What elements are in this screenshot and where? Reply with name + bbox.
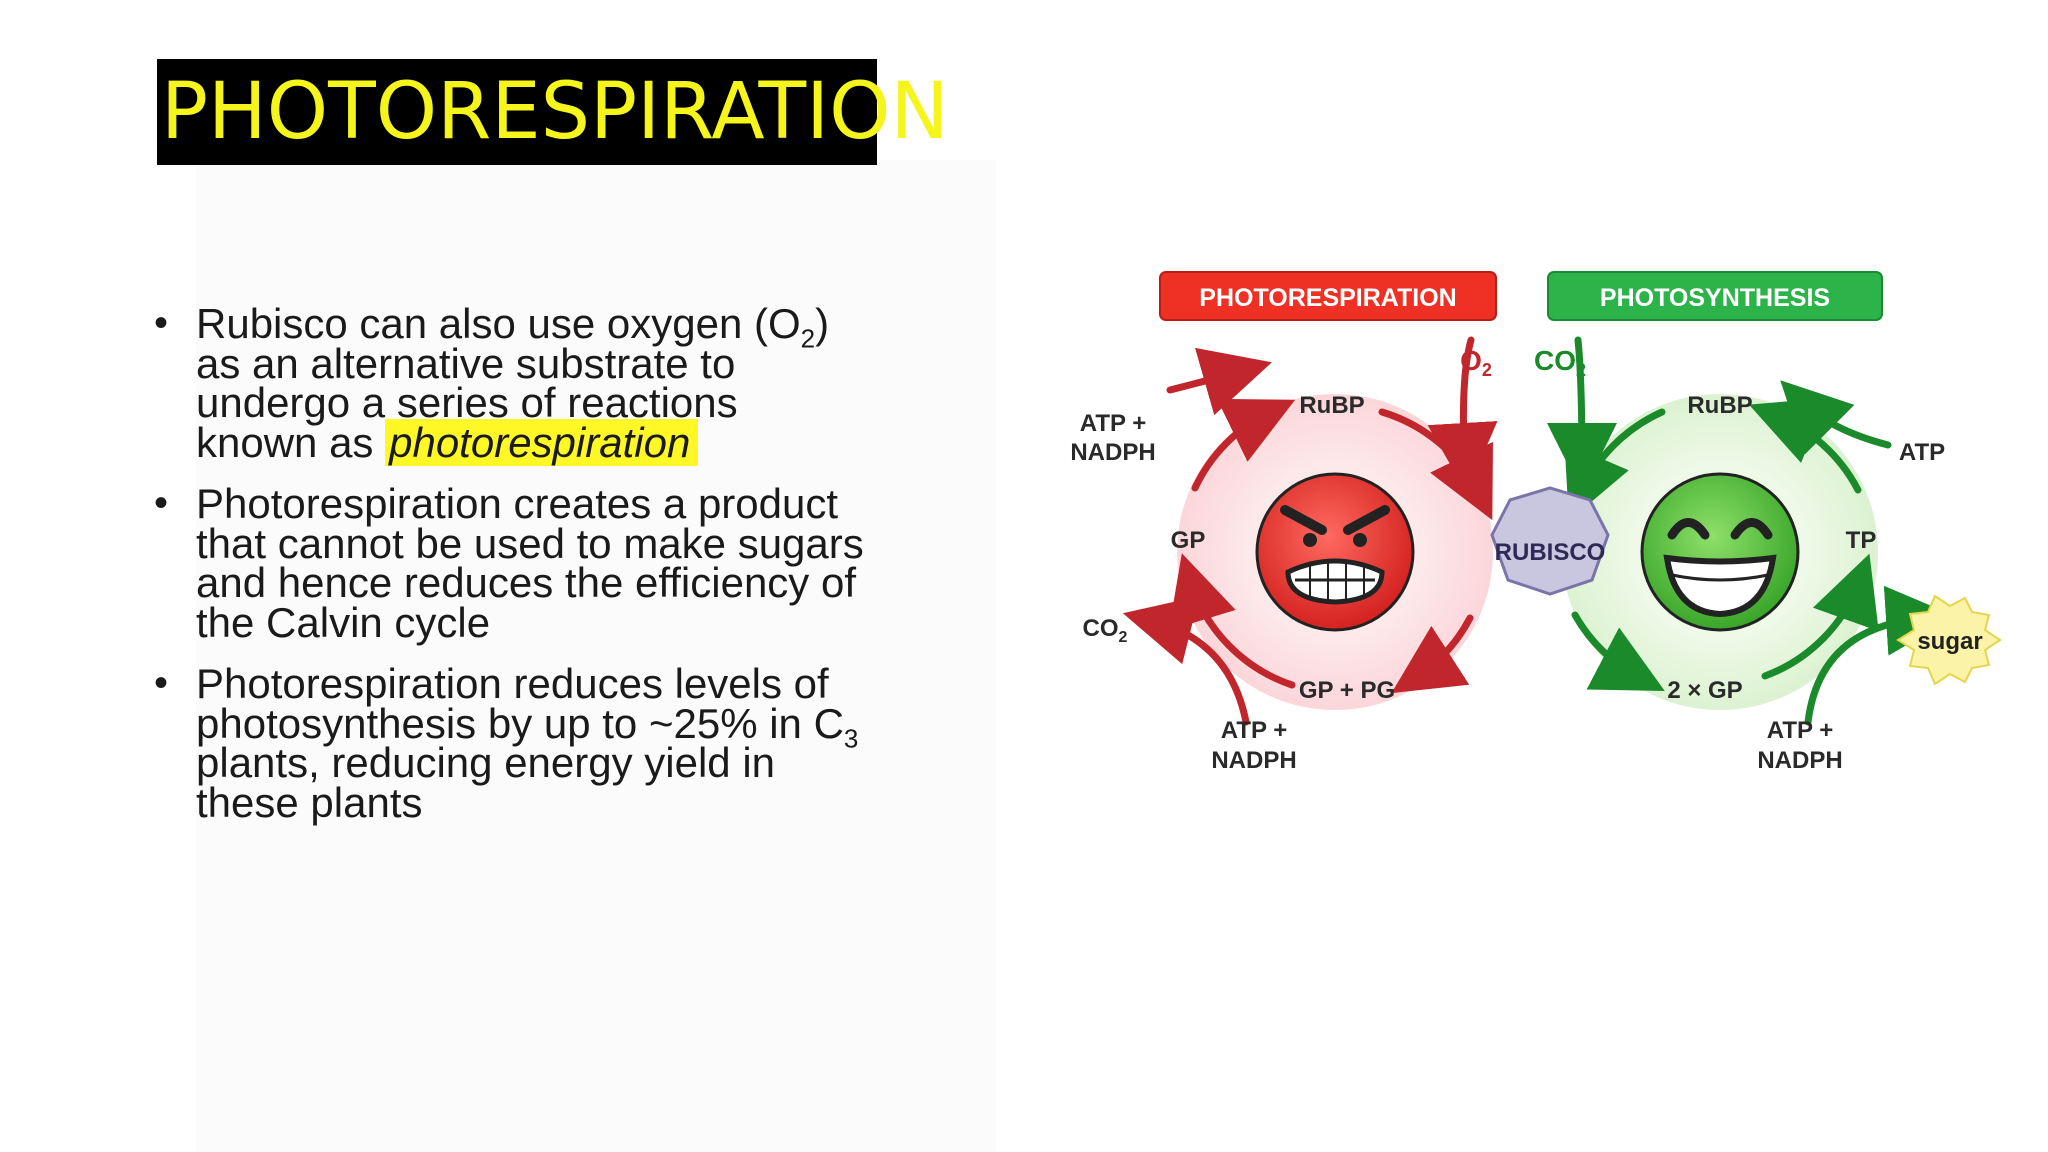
photorespiration-labels: RuBP ATP + NADPH GP CO2 GP + PG ATP + NA… (1070, 392, 1395, 774)
title-box: PHOTORESPIRATION (157, 59, 949, 165)
photosynthesis-labels: RuBP ATP TP 2 × GP ATP + NADPH (1667, 392, 1945, 774)
photosynthesis-arrows (1546, 336, 1956, 726)
photorespiration-tag: PHOTORESPIRATION (1159, 271, 1497, 321)
right-atp-label: ATP (1899, 439, 1945, 466)
bullet-3-text-2: plants, reducing energy yield in these p… (196, 739, 776, 826)
sugar-label: sugar (1917, 628, 1982, 655)
angry-face-icon (1255, 472, 1415, 632)
photosynthesis-tag-label: PHOTOSYNTHESIS (1600, 284, 1830, 312)
rubisco-label: RUBISCO (1495, 539, 1606, 566)
right-atp-bottom-1: ATP + (1767, 717, 1833, 744)
bullet-2-text: Photorespiration creates a product that … (196, 480, 864, 646)
left-gp-label: GP (1171, 527, 1206, 554)
bullet-1-text-2: ) as an alternative substrate to undergo… (196, 300, 830, 466)
bullet-2: Photorespiration creates a product that … (150, 483, 870, 643)
left-atp-top-1: ATP + (1080, 410, 1146, 437)
photorespiration-diagram: PHOTORESPIRATION PHOTOSYNTHESIS (1070, 271, 2002, 774)
left-atp-top-2: NADPH (1070, 439, 1155, 466)
left-rubp-label: RuBP (1299, 392, 1364, 419)
rubisco-node: RUBISCO (1490, 486, 1610, 596)
right-rubp-label: RuBP (1687, 392, 1752, 419)
sugar-node: sugar (1896, 594, 2002, 686)
left-co2-label: CO2 (1083, 615, 1128, 646)
right-tp-label: TP (1846, 527, 1877, 554)
right-2gp-label: 2 × GP (1667, 677, 1742, 704)
co2-top-label: CO2 (1534, 345, 1586, 380)
bullet-1-sub: 2 (800, 323, 816, 354)
bullet-3: Photorespiration reduces levels of photo… (150, 663, 870, 823)
o2-label: O2 (1460, 345, 1492, 380)
bullet-1: Rubisco can also use oxygen (O2) as an a… (150, 303, 870, 466)
photorespiration-tag-label: PHOTORESPIRATION (1199, 284, 1456, 312)
left-gp-pg-label: GP + PG (1299, 677, 1395, 704)
bullet-1-text: Rubisco can also use oxygen (O (196, 300, 801, 347)
left-atp-bottom-1: ATP + (1221, 717, 1287, 744)
slide-title: PHOTORESPIRATION (161, 67, 949, 157)
bullet-3-text: Photorespiration reduces levels of photo… (196, 660, 844, 747)
photosynthesis-tag: PHOTOSYNTHESIS (1547, 271, 1883, 321)
happy-face-icon (1640, 472, 1800, 632)
right-atp-bottom-2: NADPH (1757, 747, 1842, 774)
highlighted-term: photorespiration (385, 418, 699, 466)
photorespiration-arrows (1122, 336, 1498, 726)
left-atp-bottom-2: NADPH (1211, 747, 1296, 774)
bullet-3-sub: 3 (843, 722, 859, 753)
bullet-list: Rubisco can also use oxygen (O2) as an a… (150, 303, 870, 844)
